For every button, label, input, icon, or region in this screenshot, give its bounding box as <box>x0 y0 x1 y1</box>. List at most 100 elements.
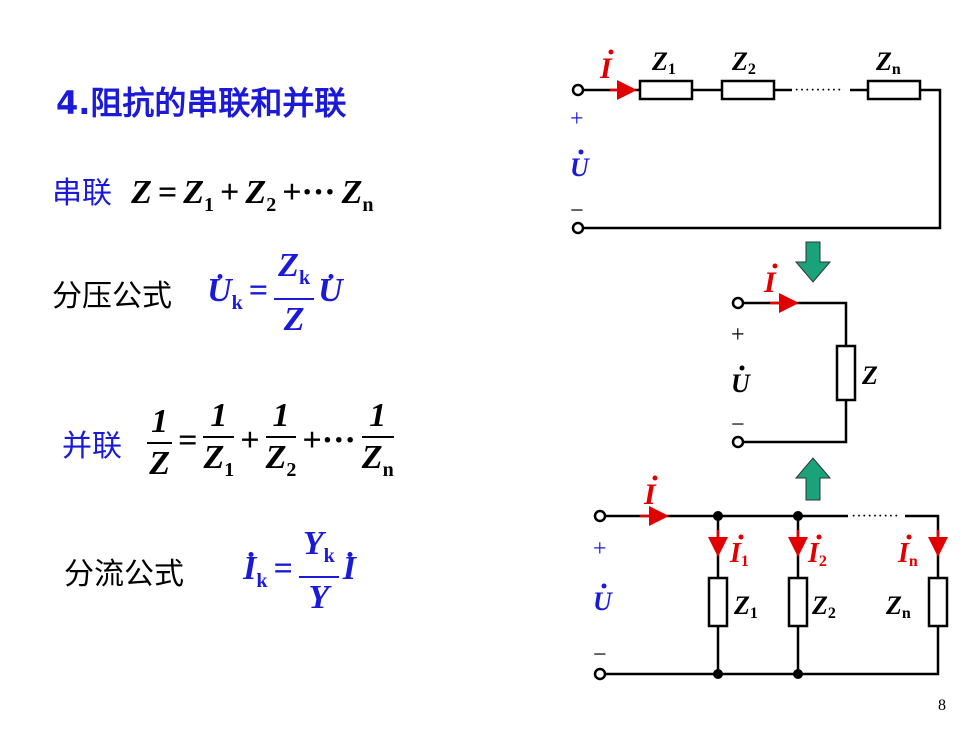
wire <box>743 400 848 444</box>
phasor-i: I <box>342 549 356 587</box>
subscript: 2 <box>266 193 277 216</box>
subscript: k <box>298 266 311 289</box>
voltage-label: U <box>593 587 613 616</box>
wire <box>605 626 940 676</box>
subscript: n <box>382 458 394 481</box>
dots: ········· <box>851 508 899 525</box>
i1-label: I1 <box>729 538 749 570</box>
z1-label: Z1 <box>733 591 758 622</box>
terminal-minus <box>571 221 585 235</box>
z-label: Z <box>861 361 878 390</box>
current-label: I <box>643 478 657 511</box>
in-label: In <box>897 538 918 570</box>
numerator: Z <box>278 247 299 284</box>
terminal-plus <box>731 296 745 310</box>
subscript: k <box>231 291 243 314</box>
impedance-z <box>835 344 857 402</box>
phasor-u: U <box>318 271 343 309</box>
i2-label: I2 <box>807 538 827 570</box>
node <box>713 669 723 679</box>
terminal-plus <box>571 83 585 97</box>
page-number: 8 <box>938 697 946 714</box>
current-label: I <box>599 52 613 85</box>
z2-label: Z2 <box>731 47 756 78</box>
denominator: Z <box>149 444 170 482</box>
subscript: 1 <box>204 193 215 216</box>
denominator: Z <box>283 300 305 338</box>
voltage-label: U <box>731 369 751 398</box>
voltage-label: U <box>570 153 590 182</box>
equals-sign: = <box>248 271 269 309</box>
series-row: 串联 Z=Z1+Z2+···Zn <box>52 168 373 217</box>
numerator: 1 <box>203 396 235 438</box>
wire <box>905 514 940 578</box>
plus-label: + <box>731 322 745 348</box>
series-label: 串联 <box>52 176 112 211</box>
z1-label: Z1 <box>651 47 676 78</box>
current-divider-label: 分流公式 <box>64 556 184 592</box>
equivalent-circuit <box>731 293 857 449</box>
phasor-dot <box>652 475 658 481</box>
page-title: 4.阻抗的串联和并联 <box>56 84 347 122</box>
phasor-dot <box>578 149 584 155</box>
subscript: n <box>362 193 374 216</box>
formula-zn: Z <box>341 174 363 211</box>
down-arrow-icon <box>794 241 832 283</box>
z2-label: Z2 <box>811 591 836 622</box>
numerator: 1 <box>147 402 173 444</box>
plus-dots: +··· <box>302 421 356 459</box>
numerator: 1 <box>361 396 394 438</box>
denominator: Z <box>361 439 383 476</box>
equals-sign: = <box>178 421 198 459</box>
subscript: k <box>323 544 335 567</box>
wire <box>743 301 848 346</box>
parallel-label: 并联 <box>62 428 122 464</box>
impedance-z1 <box>707 576 729 628</box>
terminal-plus <box>593 509 607 523</box>
voltage-divider-label: 分压公式 <box>52 278 172 314</box>
phasor-u: U <box>207 271 232 309</box>
node <box>793 511 803 521</box>
subscript: 2 <box>286 458 297 481</box>
denominator: Y <box>308 578 330 616</box>
denominator: Z <box>265 439 287 476</box>
node <box>713 511 723 521</box>
up-arrow-icon <box>794 457 832 501</box>
dots: ········· <box>794 82 842 99</box>
denominator: Z <box>203 439 225 476</box>
series-circuit <box>571 79 942 235</box>
numerator: Y <box>302 525 324 562</box>
terminal-minus <box>593 667 607 681</box>
impedance-z1 <box>638 79 694 101</box>
subscript: 1 <box>224 458 235 481</box>
current-label: I <box>763 266 777 299</box>
minus-label: − <box>731 412 745 438</box>
formula-z2: Z <box>245 174 267 211</box>
phasor-dot <box>906 534 912 540</box>
zn-label: Zn <box>885 591 911 622</box>
zn-label: Zn <box>875 47 901 78</box>
plus-sign: + <box>240 421 260 459</box>
terminal-minus <box>731 435 745 449</box>
minus-label: − <box>570 198 584 224</box>
plus-label: + <box>570 106 584 132</box>
phasor-dot <box>739 365 745 371</box>
phasor-dot <box>772 263 778 269</box>
minus-label: − <box>593 642 607 668</box>
phasor-dot <box>738 534 744 540</box>
phasor-dot <box>601 583 607 589</box>
phasor-i: I <box>243 549 257 587</box>
plus-sign: + <box>220 174 240 211</box>
formula-z1: Z <box>183 174 205 211</box>
series-formula: Z=Z1+Z2+···Zn <box>131 174 373 216</box>
